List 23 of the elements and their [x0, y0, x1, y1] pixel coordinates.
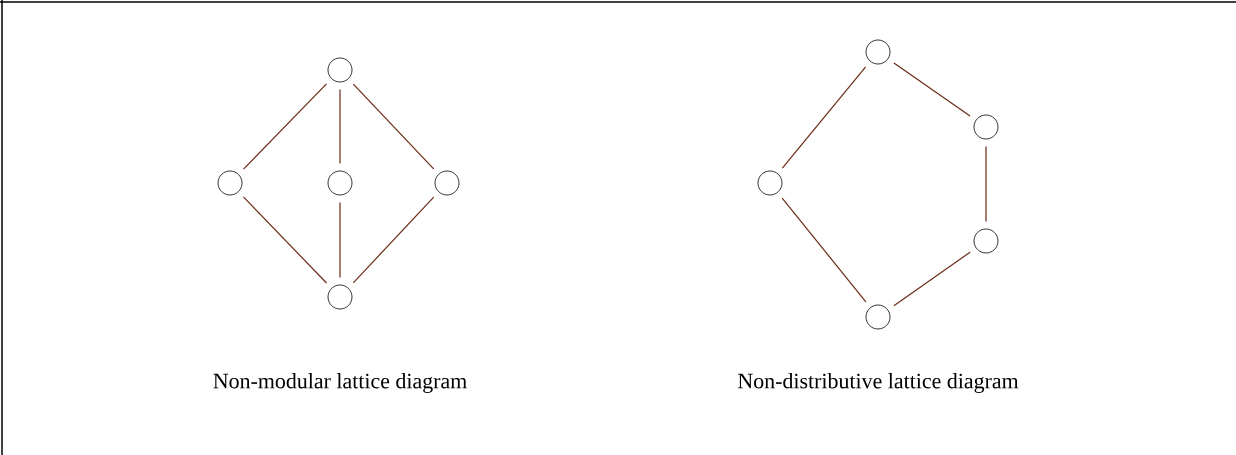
lattice-edge [242, 83, 328, 170]
lattice-vertex [865, 304, 891, 330]
lattice-vertex [757, 170, 783, 196]
lattice-vertex [973, 228, 999, 254]
lattice-edge [339, 88, 341, 165]
lattice-vertex [327, 170, 353, 196]
diagram-caption: Non-modular lattice diagram [213, 373, 467, 393]
lattice-vertex [217, 170, 243, 196]
lattice-vertex [327, 284, 353, 310]
diagram-caption: Non-distributive lattice diagram [738, 373, 1019, 393]
lattice-edge [781, 197, 867, 303]
lattice-edge [985, 145, 987, 223]
lattice-edge [352, 83, 435, 170]
lattice-edge [781, 66, 867, 169]
lattice-edge [339, 201, 341, 279]
lattice-vertex [973, 114, 999, 140]
lattice-edge [893, 62, 971, 117]
lattice-vertex [434, 170, 460, 196]
lattice-edge [242, 196, 328, 284]
lattice-vertex [327, 57, 353, 83]
lattice-edge [893, 251, 971, 307]
lattice-vertex [865, 39, 891, 65]
lattice-edge [352, 196, 435, 284]
